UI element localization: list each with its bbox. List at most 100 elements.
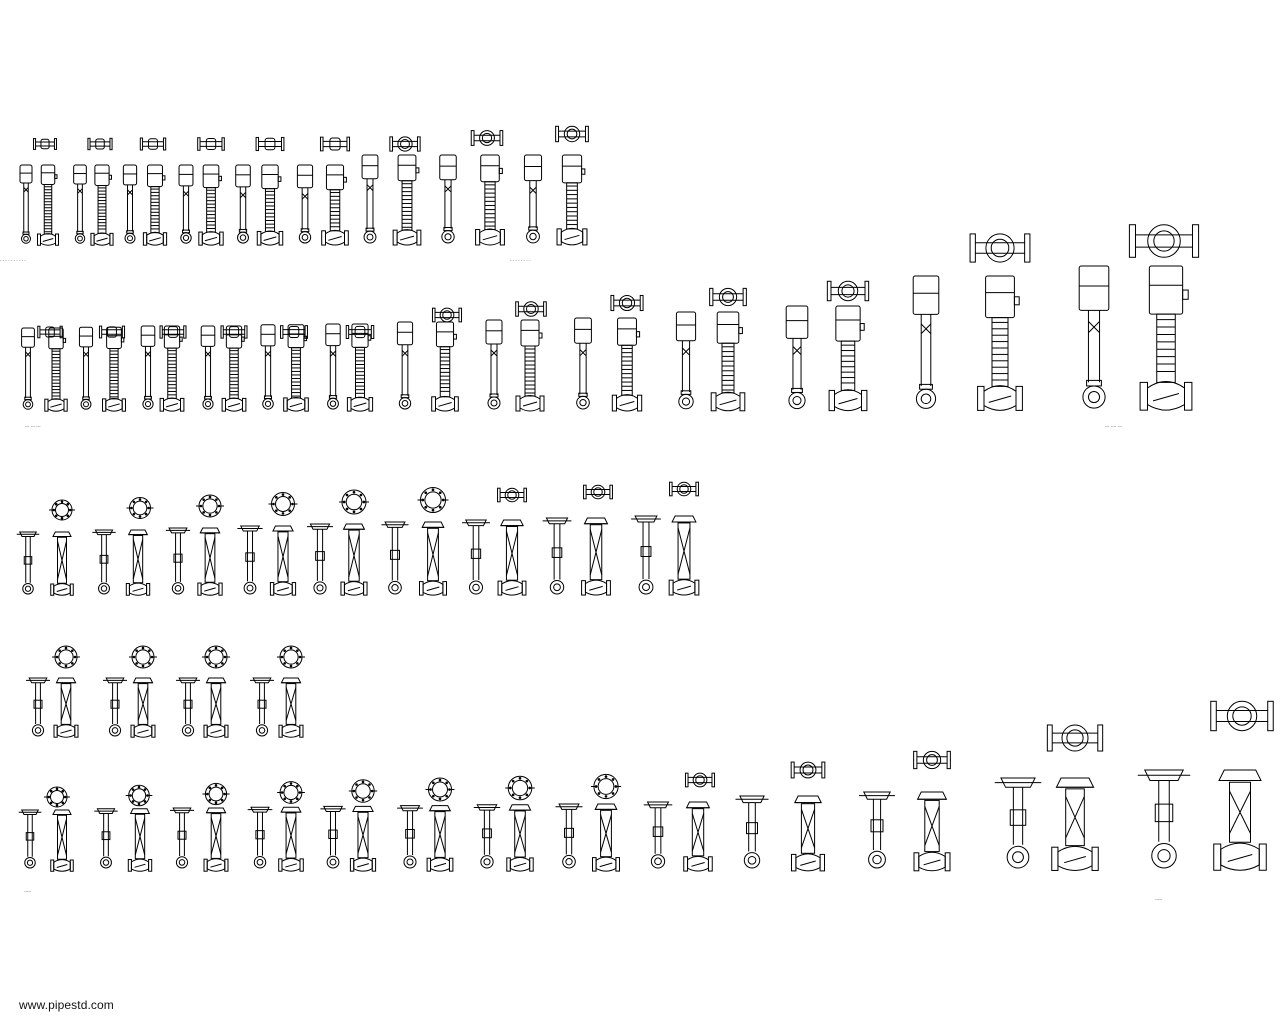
pneumatic-valve-front-view — [203, 807, 229, 872]
pneumatic-valve-side-view — [1137, 769, 1191, 869]
electric-valve-front-view — [283, 324, 309, 412]
pneumatic-valve-side-view — [735, 795, 769, 869]
cad-annotation-mark: ----- — [24, 889, 32, 894]
electric-valve-side-view — [439, 154, 457, 244]
flange-top-view — [277, 645, 305, 669]
electric-valve-side-view — [361, 154, 379, 244]
pneumatic-valve-front-view — [419, 521, 447, 596]
flange-top-view — [44, 786, 70, 808]
flange-top-view — [590, 773, 622, 800]
flange-top-view — [125, 784, 153, 807]
valve-top-view — [515, 301, 547, 317]
electric-valve-front-view — [256, 164, 284, 246]
pneumatic-valve-side-view — [176, 677, 200, 737]
valve-top-view — [255, 136, 285, 152]
electric-valve-front-view — [977, 275, 1023, 411]
cad-annotation-mark: --- ---- --- — [1105, 424, 1122, 429]
flange-top-view — [202, 782, 230, 806]
pneumatic-valve-front-view — [791, 795, 825, 872]
electric-valve-side-view — [675, 311, 697, 410]
electric-valve-front-view — [346, 323, 374, 412]
valve-top-view — [1128, 224, 1200, 258]
pneumatic-valve-side-view — [381, 521, 409, 595]
pneumatic-valve-side-view — [542, 517, 572, 595]
flange-top-view — [339, 489, 369, 515]
pneumatic-valve-side-view — [462, 519, 490, 595]
electric-valve-side-view — [523, 154, 543, 244]
pneumatic-valve-front-view — [125, 529, 151, 596]
electric-valve-front-view — [828, 305, 868, 412]
pneumatic-valve-front-view — [349, 805, 377, 872]
pneumatic-valve-side-view — [237, 525, 263, 595]
electric-valve-side-view — [19, 164, 33, 244]
electric-valve-front-view — [37, 164, 59, 246]
electric-valve-front-view — [102, 326, 126, 412]
pneumatic-valve-side-view — [250, 677, 274, 737]
flange-top-view — [505, 775, 535, 801]
pneumatic-valve-side-view — [859, 791, 895, 869]
valve-top-view — [87, 137, 113, 151]
pneumatic-valve-side-view — [103, 677, 127, 737]
electric-valve-side-view — [178, 164, 194, 244]
pneumatic-valve-front-view — [127, 808, 153, 872]
flange-top-view — [202, 645, 230, 669]
electric-valve-front-view — [475, 154, 505, 246]
pneumatic-valve-side-view — [16, 531, 40, 595]
cad-annotation-mark: ----- — [1155, 897, 1163, 902]
pneumatic-valve-front-view — [130, 677, 156, 738]
pneumatic-valve-front-view — [1051, 777, 1099, 871]
electric-valve-side-view — [140, 325, 156, 410]
valve-top-view — [220, 325, 248, 339]
electric-valve-side-view — [485, 319, 503, 410]
pneumatic-valve-front-view — [197, 527, 223, 596]
pneumatic-valve-side-view — [320, 805, 346, 869]
flange-top-view — [126, 497, 154, 519]
pneumatic-valve-front-view — [592, 803, 621, 872]
pneumatic-valve-side-view — [247, 806, 273, 869]
cad-annotation-mark: - - - - - - - - - - — [0, 258, 26, 263]
electric-valve-front-view — [142, 164, 168, 246]
pneumatic-valve-front-view — [506, 804, 534, 872]
electric-valve-side-view — [122, 164, 138, 244]
flange-top-view — [277, 781, 305, 804]
electric-valve-side-view — [296, 164, 314, 244]
electric-valve-side-view — [235, 164, 251, 244]
electric-valve-side-view — [200, 325, 216, 410]
pneumatic-valve-front-view — [340, 523, 368, 596]
pneumatic-valve-side-view — [473, 804, 501, 869]
pneumatic-valve-front-view — [683, 801, 713, 872]
pneumatic-valve-front-view — [426, 805, 454, 872]
cad-annotation-mark: --- --- --- — [25, 424, 41, 429]
electric-valve-side-view — [78, 326, 94, 410]
pneumatic-valve-side-view — [631, 515, 661, 595]
electric-valve-front-view — [515, 319, 545, 412]
electric-valve-front-view — [392, 154, 422, 246]
pneumatic-valve-front-view — [278, 677, 304, 738]
valve-top-view — [913, 750, 951, 770]
flange-top-view — [196, 494, 224, 518]
valve-top-view — [969, 233, 1031, 263]
pneumatic-valve-side-view — [165, 527, 191, 595]
pneumatic-valve-front-view — [1213, 769, 1267, 871]
valve-top-view — [1210, 700, 1274, 732]
pneumatic-valve-front-view — [269, 525, 297, 596]
electric-valve-side-view — [21, 327, 35, 410]
valve-top-view — [33, 138, 57, 150]
pneumatic-valve-side-view — [170, 807, 194, 869]
electric-valve-side-view — [574, 317, 592, 410]
website-footer[interactable]: www.pipestd.com — [19, 998, 114, 1012]
valve-top-view — [1046, 724, 1104, 752]
valve-top-view — [684, 772, 716, 788]
electric-valve-side-view — [73, 164, 87, 244]
valve-top-view — [583, 484, 613, 500]
pneumatic-valve-front-view — [53, 677, 79, 738]
flange-top-view — [417, 487, 449, 513]
electric-valve-front-view — [710, 311, 746, 412]
pneumatic-valve-front-view — [581, 517, 611, 596]
electric-valve-front-view — [1139, 265, 1193, 411]
pneumatic-valve-side-view — [306, 523, 334, 595]
electric-valve-side-view — [325, 323, 341, 410]
valve-top-view — [98, 325, 126, 339]
